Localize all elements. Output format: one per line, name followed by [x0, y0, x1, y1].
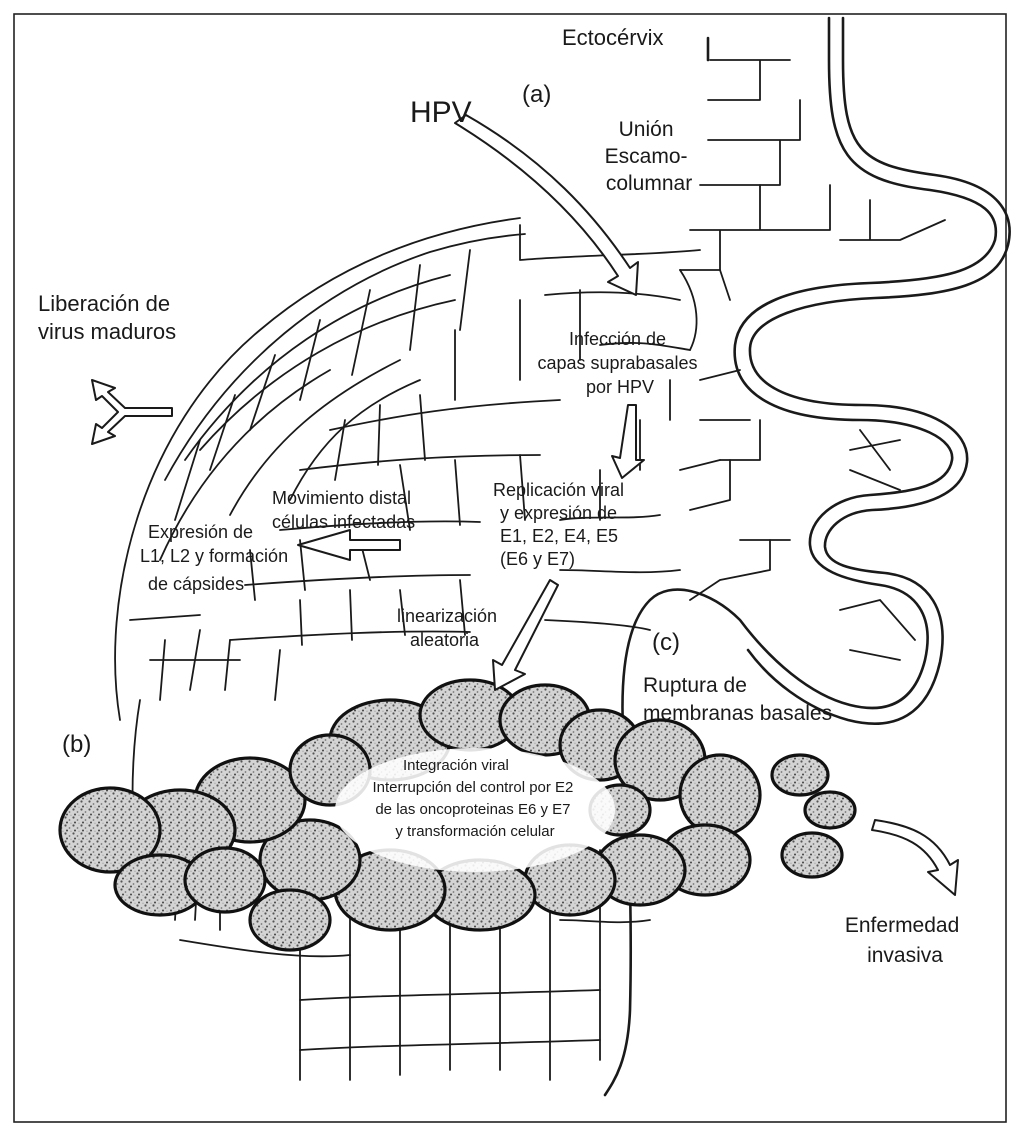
linearization-arrow [493, 580, 558, 690]
label-ectocervix: Ectocérvix [562, 25, 663, 50]
release-arrow [92, 380, 172, 444]
label-liberacion: Liberación de virus maduros [38, 291, 176, 344]
invasion-arrow [872, 820, 958, 895]
label-marker-b: (b) [62, 731, 91, 758]
label-hpv: HPV [410, 96, 472, 129]
hpv-entry-arrow [455, 115, 638, 295]
label-infeccion: Infección de capas suprabasales por HPV [537, 329, 702, 397]
label-marker-c: (c) [652, 629, 680, 656]
label-replicacion: Replicación viral y expresión de E1, E2,… [493, 480, 629, 569]
label-union: Unión Escamo- columnar [605, 118, 694, 195]
label-movimiento: Movimiento distal células infectadas [272, 488, 416, 532]
label-enfermedad: Enfermedad invasiva [845, 914, 965, 967]
label-linearizacion: linearización aleatoria [397, 606, 502, 650]
epithelium-cell-grid [115, 60, 945, 1080]
distal-movement-arrow [298, 530, 400, 560]
label-marker-a: (a) [522, 81, 551, 108]
